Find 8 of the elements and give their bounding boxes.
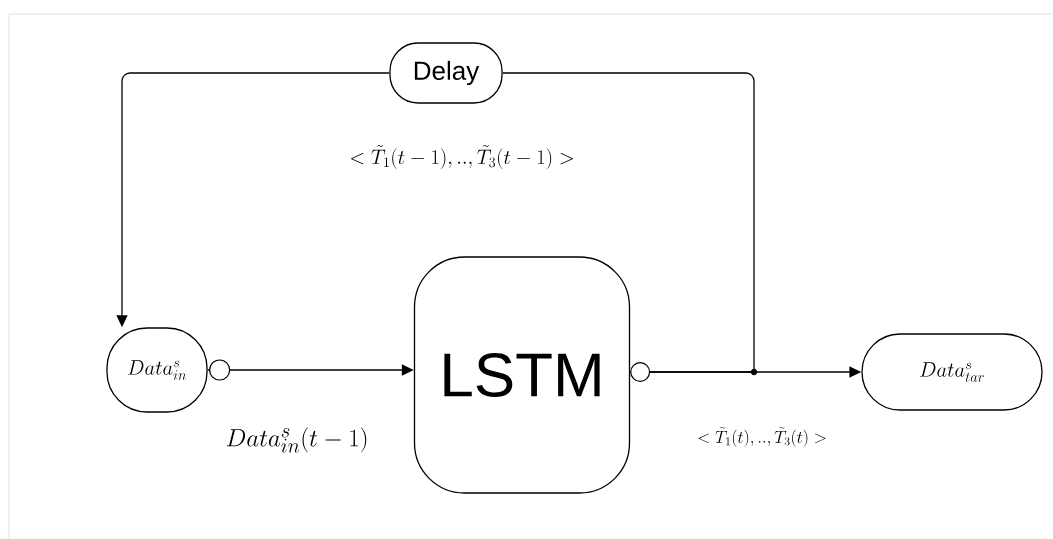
delay-box: Delay	[389, 42, 503, 104]
arrow	[502, 72, 755, 382]
formula-label: $Data_{in}^{s}(t-1)$	[226, 427, 367, 453]
formula-label: $< \tilde{T}_1(t),..,\tilde{T}_3(t) >$	[698, 427, 826, 448]
lstm-box: LSTM	[413, 256, 631, 494]
input-box: $Data_{in}^{s}$	[106, 327, 208, 413]
target-box: $Data_{tar}^{s}$	[861, 333, 1043, 411]
formula-label: $< \tilde{T}_1(t-1),..,\tilde{T}_3(t-1) >$	[351, 145, 573, 170]
